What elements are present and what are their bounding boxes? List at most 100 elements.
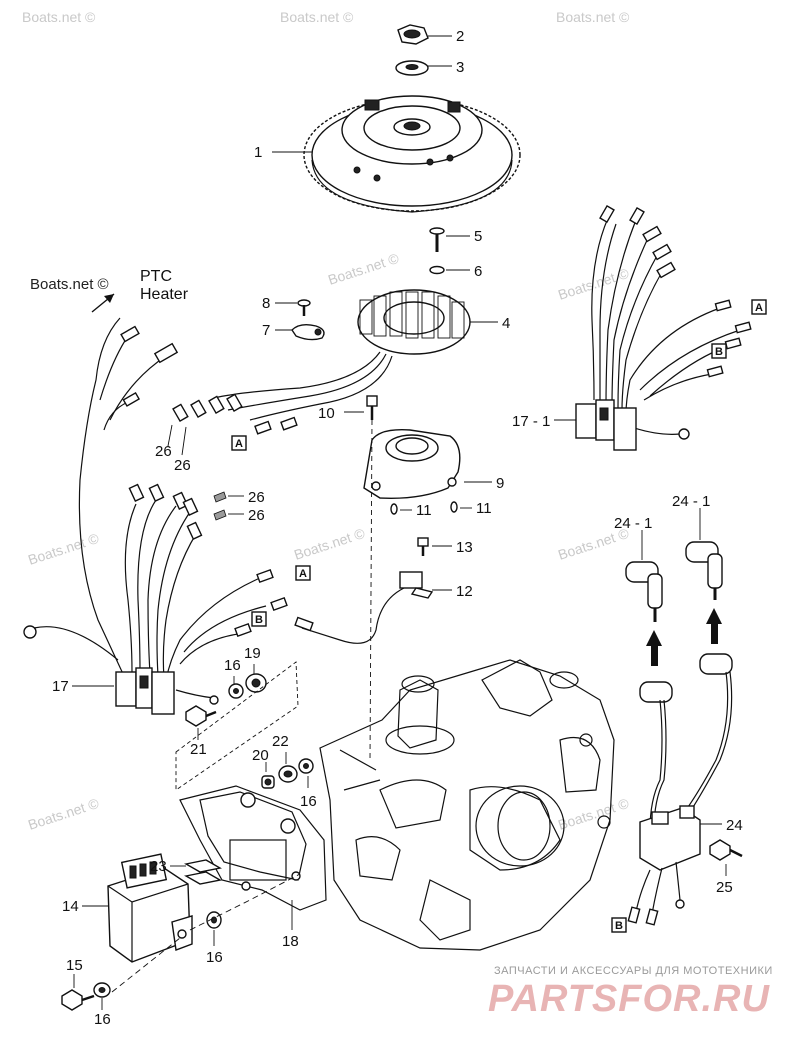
callout-26c: 26 — [248, 489, 265, 506]
callout-13: 13 — [456, 539, 473, 556]
watermark: Boats.net © — [26, 795, 101, 833]
sub-wire-harness — [591, 204, 752, 440]
ptc-label-line1: PTC — [140, 268, 172, 285]
rubber-pad-23 — [184, 859, 222, 885]
callout-4: 4 — [502, 315, 510, 332]
wire-clamp — [291, 323, 325, 341]
callout-14: 14 — [62, 898, 79, 915]
watermark: Boats.net © — [326, 250, 401, 288]
connector-tag-b — [711, 343, 727, 359]
callout-22: 22 — [272, 733, 289, 750]
callout-16c: 16 — [206, 949, 223, 966]
stator-screw — [429, 227, 445, 252]
assembly-arrow — [706, 608, 722, 644]
flywheel-nut — [397, 24, 429, 45]
connector-tag-b — [251, 611, 267, 627]
callout-20: 20 — [252, 747, 269, 764]
callout-16b: 16 — [300, 793, 317, 810]
connector-tag-a-label: A — [755, 302, 763, 314]
brand-tagline: ЗАПЧАСТИ И АКСЕССУАРЫ ДЛЯ МОТОТЕХНИКИ — [494, 965, 773, 977]
rectifier-regulator — [107, 853, 193, 963]
connector-tag-a — [751, 299, 767, 315]
connector-tag-a-label: A — [299, 568, 307, 580]
bolt-21 — [185, 705, 217, 727]
spacer-20 — [261, 775, 275, 789]
flywheel-washer — [395, 60, 429, 76]
callout-5: 5 — [474, 228, 482, 245]
grommet-19 — [245, 673, 267, 693]
terminal-pins-26 — [213, 491, 227, 521]
washer-16 — [93, 982, 111, 998]
wire-clamp-screw — [297, 299, 311, 316]
connector-tag-b-label: B — [615, 920, 623, 932]
callout-17-1: 17 - 1 — [512, 413, 550, 430]
callout-16d: 16 — [94, 1011, 111, 1028]
mounting-bracket-18 — [179, 785, 327, 911]
pulser-bolts — [390, 501, 458, 515]
connector-tag-a — [231, 435, 247, 451]
watermark: Boats.net © — [26, 530, 101, 568]
spark-plug-cap-24-1 — [685, 541, 723, 600]
relay-block-17 — [115, 667, 175, 715]
callout-6: 6 — [474, 263, 482, 280]
watermark: Boats.net © — [280, 9, 354, 25]
main-wire-harness — [23, 317, 288, 705]
callout-25: 25 — [716, 879, 733, 896]
pulser-base — [363, 429, 461, 499]
callout-19: 19 — [244, 645, 261, 662]
callout-10: 10 — [318, 405, 335, 422]
ignition-coil — [627, 653, 733, 926]
stator-coil — [357, 289, 471, 355]
spark-plug-cap-24-1 — [625, 561, 663, 622]
watermark: Boats.net © — [556, 9, 630, 25]
callout-7: 7 — [262, 322, 270, 339]
washer-16 — [228, 683, 244, 699]
callout-15: 15 — [66, 957, 83, 974]
callout-24: 24 — [726, 817, 743, 834]
callout-21: 21 — [190, 741, 207, 758]
bolt-15 — [61, 989, 95, 1011]
watermark: Boats.net © — [556, 795, 631, 833]
callout-12: 12 — [456, 583, 473, 600]
stator-connectors — [172, 393, 298, 435]
ptc-heater-arrow — [91, 293, 115, 313]
bolt-25 — [709, 839, 743, 861]
connector-tag-a-label: A — [235, 438, 243, 450]
ptc-heater-label: PTC Heater — [140, 268, 188, 304]
callout-17: 17 — [52, 678, 69, 695]
callout-16a: 16 — [224, 657, 241, 674]
callout-2: 2 — [456, 28, 464, 45]
callout-3: 3 — [456, 59, 464, 76]
connector-tag-b — [611, 917, 627, 933]
callout-23: 23 — [150, 858, 167, 875]
thermo-switch-screw — [417, 537, 429, 556]
boats-net-credit: Boats.net © — [30, 276, 109, 293]
connector-tag-b-label: B — [255, 614, 263, 626]
connector-tag-a — [295, 565, 311, 581]
callout-9: 9 — [496, 475, 504, 492]
callout-11b: 11 — [476, 500, 492, 517]
callout-8: 8 — [262, 295, 270, 312]
callout-26a: 26 — [155, 443, 172, 460]
brand-logo: PARTSFOR.RU — [488, 978, 770, 1020]
pulser-screw — [366, 395, 378, 420]
stator-washer — [429, 265, 445, 275]
watermark: Boats.net © — [292, 525, 367, 563]
connector-tag-b-label: B — [715, 346, 723, 358]
flywheel — [303, 95, 521, 213]
assembly-arrow — [646, 630, 662, 666]
callout-24-1a: 24 - 1 — [614, 515, 652, 532]
ptc-label-line2: Heater — [140, 286, 189, 303]
washer-16 — [298, 758, 314, 774]
callout-24-1b: 24 - 1 — [672, 493, 710, 510]
callout-11a: 11 — [416, 502, 432, 519]
grommet-22 — [278, 765, 298, 783]
callout-26b: 26 — [174, 457, 191, 474]
engine-block — [319, 659, 615, 951]
callout-18: 18 — [282, 933, 299, 950]
relay-block-17-1 — [575, 399, 637, 451]
callout-1: 1 — [254, 144, 262, 161]
thermo-switch — [399, 571, 434, 599]
watermark: Boats.net © — [22, 9, 96, 25]
